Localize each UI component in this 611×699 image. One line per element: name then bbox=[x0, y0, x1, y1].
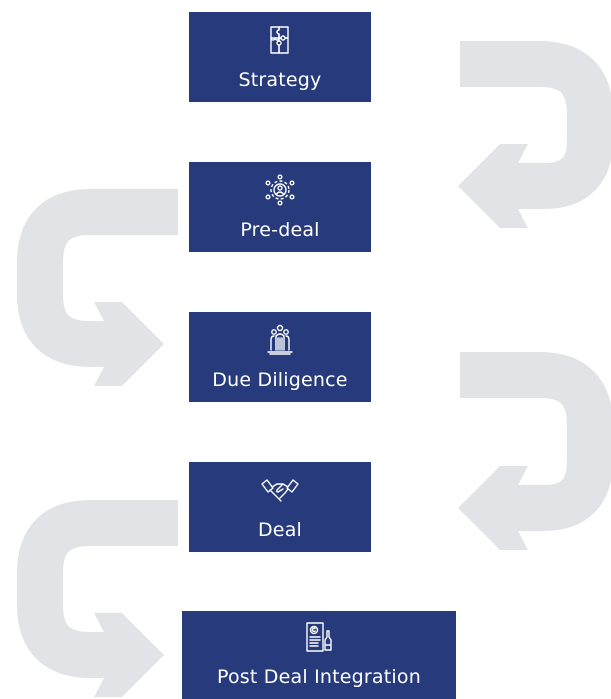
step-post-deal-integration: Post Deal Integration bbox=[182, 611, 456, 699]
puzzle-icon bbox=[270, 26, 289, 54]
step-due-diligence: Due Diligence bbox=[189, 312, 371, 402]
step-strategy: Strategy bbox=[189, 12, 371, 102]
step-label: Due Diligence bbox=[212, 369, 348, 391]
arrowhead-postdeal bbox=[94, 613, 164, 697]
step-label: Strategy bbox=[238, 69, 322, 91]
arrowhead-duediligence bbox=[94, 302, 164, 386]
network-gear-icon bbox=[265, 174, 295, 206]
step-deal: Deal bbox=[189, 462, 371, 552]
step-label: Post Deal Integration bbox=[217, 666, 421, 688]
step-label: Pre-deal bbox=[240, 219, 320, 241]
connector-predeal-to-duediligence bbox=[17, 189, 178, 367]
team-pillar-icon bbox=[267, 324, 293, 355]
connector-strategy-to-predeal bbox=[460, 41, 611, 209]
connector-deal-to-postdeal bbox=[17, 500, 178, 678]
step-pre-deal: Pre-deal bbox=[189, 162, 371, 252]
arrowhead-predeal bbox=[458, 144, 528, 228]
step-label: Deal bbox=[257, 519, 303, 541]
handshake-icon bbox=[261, 479, 299, 502]
arrowhead-deal bbox=[458, 466, 528, 550]
contract-pen-icon bbox=[306, 622, 332, 652]
connector-duediligence-to-deal bbox=[460, 352, 611, 531]
